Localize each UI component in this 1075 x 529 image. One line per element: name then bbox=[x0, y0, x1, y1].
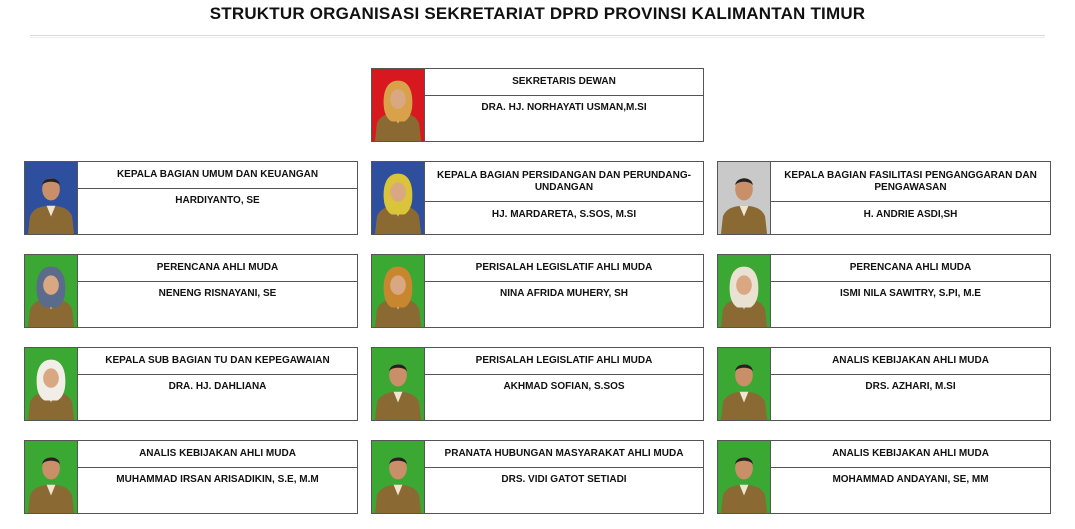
position-title: KEPALA SUB BAGIAN TU DAN KEPEGAWAIAN bbox=[78, 348, 357, 375]
official-name: NENENG RISNAYANI, SE bbox=[158, 288, 277, 299]
position-card: SEKRETARIS DEWAN DRA. HJ. NORHAYATI USMAN… bbox=[371, 68, 704, 142]
portrait-photo bbox=[718, 255, 771, 327]
portrait-photo bbox=[25, 162, 78, 234]
position-card: PERENCANA AHLI MUDA ISMI NILA SAWITRY, S.… bbox=[717, 254, 1051, 328]
portrait-photo bbox=[718, 162, 771, 234]
portrait-photo bbox=[372, 348, 425, 420]
position-title: PERENCANA AHLI MUDA bbox=[78, 255, 357, 282]
position-card: KEPALA BAGIAN UMUM DAN KEUANGAN HARDIYANT… bbox=[24, 161, 358, 235]
position-title: SEKRETARIS DEWAN bbox=[425, 69, 703, 96]
official-name: DRS. VIDI GATOT SETIADI bbox=[501, 474, 627, 485]
position-card: ANALIS KEBIJAKAN AHLI MUDA MUHAMMAD IRSAN… bbox=[24, 440, 358, 514]
official-name: HARDIYANTO, SE bbox=[175, 195, 260, 206]
portrait-photo bbox=[25, 348, 78, 420]
portrait-photo bbox=[372, 69, 425, 141]
official-name: DRA. HJ. DAHLIANA bbox=[168, 381, 267, 392]
position-title: ANALIS KEBIJAKAN AHLI MUDA bbox=[78, 441, 357, 468]
official-name: NINA AFRIDA MUHERY, SH bbox=[500, 288, 628, 299]
position-title: ANALIS KEBIJAKAN AHLI MUDA bbox=[771, 348, 1050, 375]
official-name: HJ. MARDARETA, S.SOS, M.SI bbox=[491, 209, 637, 220]
official-name: MOHAMMAD ANDAYANI, SE, MM bbox=[832, 474, 989, 485]
portrait-photo bbox=[372, 255, 425, 327]
portrait-photo bbox=[25, 441, 78, 513]
position-card: KEPALA BAGIAN PERSIDANGAN DAN PERUNDANG-… bbox=[371, 161, 704, 235]
position-title: ANALIS KEBIJAKAN AHLI MUDA bbox=[771, 441, 1050, 468]
position-title: KEPALA BAGIAN PERSIDANGAN DAN PERUNDANG-… bbox=[425, 162, 703, 202]
position-card: ANALIS KEBIJAKAN AHLI MUDA DRS. AZHARI, M… bbox=[717, 347, 1051, 421]
position-card: KEPALA SUB BAGIAN TU DAN KEPEGAWAIAN DRA.… bbox=[24, 347, 358, 421]
portrait-photo bbox=[372, 162, 425, 234]
page-title: STRUKTUR ORGANISASI SEKRETARIAT DPRD PRO… bbox=[209, 4, 866, 23]
position-title: KEPALA BAGIAN UMUM DAN KEUANGAN bbox=[78, 162, 357, 189]
position-card: KEPALA BAGIAN FASILITASI PENGANGGARAN DA… bbox=[717, 161, 1051, 235]
portrait-photo bbox=[718, 441, 771, 513]
portrait-photo bbox=[718, 348, 771, 420]
position-card: PERISALAH LEGISLATIF AHLI MUDA AKHMAD SOF… bbox=[371, 347, 704, 421]
official-name: ISMI NILA SAWITRY, S.PI, M.E bbox=[840, 288, 981, 299]
portrait-photo bbox=[25, 255, 78, 327]
position-card: PERENCANA AHLI MUDA NENENG RISNAYANI, SE bbox=[24, 254, 358, 328]
position-title: PERISALAH LEGISLATIF AHLI MUDA bbox=[425, 255, 703, 282]
position-title: PERENCANA AHLI MUDA bbox=[771, 255, 1050, 282]
position-title: KEPALA BAGIAN FASILITASI PENGANGGARAN DA… bbox=[771, 162, 1050, 202]
title-divider bbox=[30, 35, 1045, 36]
official-name: H. ANDRIE ASDI,SH bbox=[863, 209, 958, 220]
position-card: ANALIS KEBIJAKAN AHLI MUDA MOHAMMAD ANDAY… bbox=[717, 440, 1051, 514]
official-name: AKHMAD SOFIAN, S.SOS bbox=[503, 381, 625, 392]
portrait-photo bbox=[372, 441, 425, 513]
position-title: PRANATA HUBUNGAN MASYARAKAT AHLI MUDA bbox=[425, 441, 703, 468]
position-card: PRANATA HUBUNGAN MASYARAKAT AHLI MUDA DRS… bbox=[371, 440, 704, 514]
official-name: DRS. AZHARI, M.SI bbox=[865, 381, 956, 392]
official-name: DRA. HJ. NORHAYATI USMAN,M.SI bbox=[481, 102, 647, 113]
official-name: MUHAMMAD IRSAN ARISADIKIN, S.E, M.M bbox=[116, 474, 319, 485]
position-title: PERISALAH LEGISLATIF AHLI MUDA bbox=[425, 348, 703, 375]
position-card: PERISALAH LEGISLATIF AHLI MUDA NINA AFRID… bbox=[371, 254, 704, 328]
